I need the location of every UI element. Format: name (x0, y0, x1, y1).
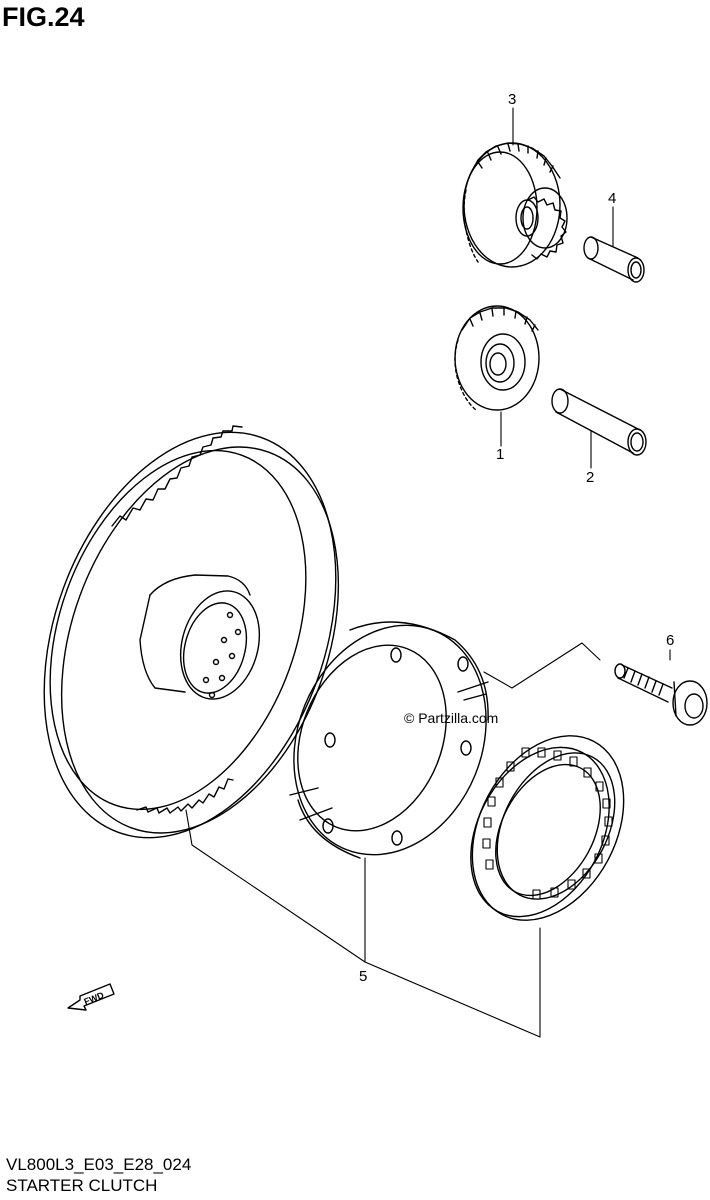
idle-gear-shaft-part-2[interactable] (551, 388, 647, 456)
starter-idle-gear-part-1[interactable] (454, 305, 540, 411)
figure-title: FIG.24 (2, 2, 85, 32)
callout-5: 5 (359, 968, 367, 985)
idle-gear-shaft-part-4[interactable] (583, 236, 645, 283)
starter-clutch-body-part-5[interactable] (260, 596, 519, 884)
callout-2: 2 (586, 469, 594, 486)
watermark: © Partzilla.com (404, 710, 499, 726)
fwd-label: FWD (83, 990, 106, 1007)
fwd-arrow-icon: FWD (67, 983, 115, 1011)
callout-numbers: 3 4 1 2 6 5 (359, 91, 674, 985)
callout-4: 4 (608, 190, 616, 207)
starter-idle-gear-part-3[interactable] (462, 142, 568, 268)
callout-1: 1 (496, 446, 504, 463)
callout-6: 6 (666, 632, 674, 649)
one-way-clutch-bearing[interactable] (442, 710, 654, 947)
starter-driven-gear[interactable] (0, 391, 389, 878)
clutch-bolt-part-6[interactable] (614, 663, 708, 726)
figure-caption: STARTER CLUTCH (6, 1176, 158, 1195)
figure-code: VL800L3_E03_E28_024 (6, 1155, 192, 1174)
callout-3: 3 (508, 91, 516, 108)
leader-lines (185, 107, 671, 1038)
